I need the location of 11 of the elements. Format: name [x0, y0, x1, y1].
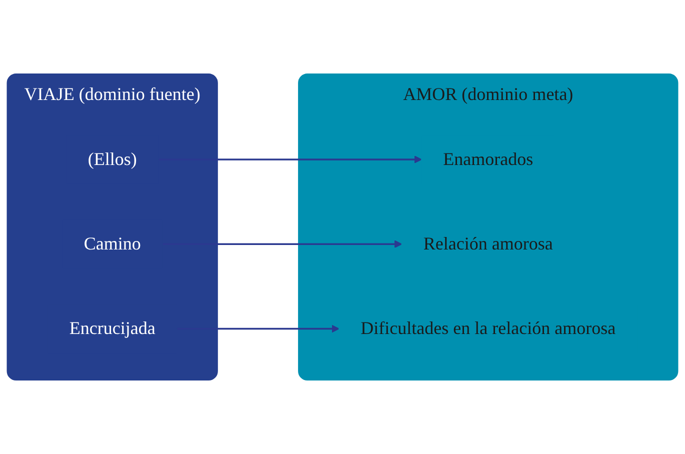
node-text: (Ellos) [88, 150, 137, 170]
node-text: Relación amorosa [423, 234, 553, 254]
cluster [298, 73, 678, 381]
arrow [176, 324, 340, 333]
cluster [6, 73, 218, 381]
node-text: Dificultades en la relación amorosa [360, 318, 616, 339]
node-text: Encrucijada [69, 318, 156, 339]
arrow [158, 156, 422, 164]
arrow [162, 240, 402, 248]
node-text: Enamorados [443, 150, 534, 170]
node-text: Camino [84, 234, 141, 254]
